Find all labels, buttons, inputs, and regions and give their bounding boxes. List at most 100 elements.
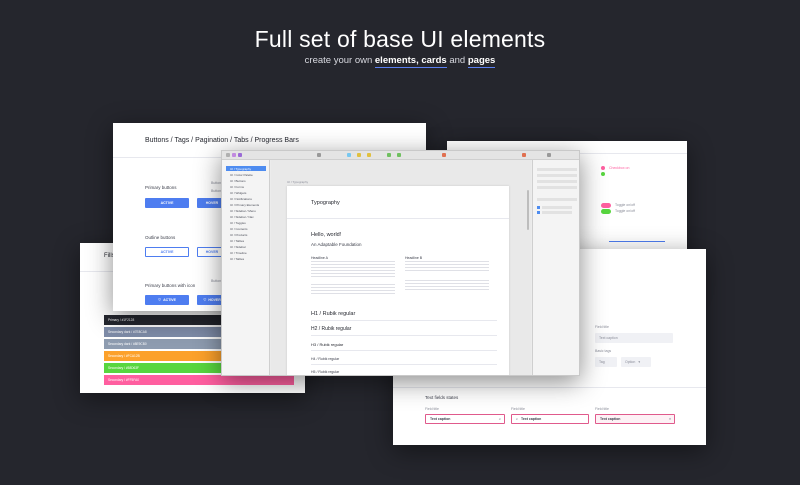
layer-item[interactable]: UI / Primary Elements: [230, 202, 260, 207]
hero-subtitle-mid: and: [446, 55, 468, 66]
layer-item[interactable]: UI / Sidebar: [230, 244, 246, 249]
typography-divider: [287, 218, 509, 219]
tool-icon[interactable]: [547, 153, 551, 157]
tool-icon[interactable]: [232, 153, 236, 157]
caption-normal: Button 40px: [211, 189, 230, 193]
layer-item[interactable]: UI / Sidebar / Menu: [230, 208, 256, 213]
layer-item[interactable]: UI / Typography: [226, 166, 266, 171]
layer-item[interactable]: UI / Contents: [230, 226, 248, 231]
hero-subtitle: create your own elements, cards and page…: [0, 55, 800, 68]
tool-icon[interactable]: [347, 153, 351, 157]
chevron-down-icon: ▾: [638, 360, 641, 364]
caption-small: Button 32px: [211, 181, 230, 185]
progress-track-1: [609, 241, 665, 242]
layer-item[interactable]: UI / Buttons: [230, 178, 246, 183]
inspector-row[interactable]: [537, 180, 577, 183]
grey-text-field[interactable]: Text caption: [595, 333, 673, 343]
primary-section-label: Primary buttons: [145, 185, 177, 190]
hero-subtitle-elements: elements, cards: [374, 55, 447, 68]
body-text-block: [311, 284, 395, 296]
layer-item[interactable]: UI / Products: [230, 232, 248, 237]
heart-icon: ♡: [158, 298, 162, 302]
h2-sample: H2 / Rubik regular: [311, 326, 352, 332]
primary-active-button[interactable]: ACTIVE: [145, 198, 189, 208]
editor-canvas: UI / Typography Typography Hello, world!…: [271, 160, 531, 375]
tool-icon[interactable]: [367, 153, 371, 157]
type-row-divider: [311, 335, 497, 336]
layer-item[interactable]: UI / Color Palette: [230, 172, 253, 177]
swatch-green: Secondary / #58D63F: [104, 363, 294, 373]
tool-icon[interactable]: [317, 153, 321, 157]
h3-sample: H3 / Rubik regular: [311, 342, 344, 347]
field-label-1: Field title: [425, 407, 440, 411]
toggle-pink[interactable]: [601, 203, 611, 208]
headline-a: Headline A: [311, 256, 328, 260]
icon-active-label: ACTIVE: [163, 298, 176, 302]
inspector-row[interactable]: [537, 198, 577, 201]
inspector-row[interactable]: [542, 206, 572, 209]
type-row-divider: [311, 320, 497, 321]
field-label-3: Field title: [595, 407, 610, 411]
tool-icon[interactable]: [226, 153, 230, 157]
layer-item[interactable]: UI / Tables: [230, 238, 245, 243]
canvas-scrollbar[interactable]: [527, 190, 529, 230]
swatch-label: Secondary / #FCA12B: [108, 354, 140, 358]
layer-item[interactable]: UI / Widgets: [230, 190, 247, 195]
body-text-block: [311, 261, 395, 277]
search-icon: ⌕: [499, 417, 501, 421]
swatch-orange: Secondary / #FCA12B: [104, 351, 294, 361]
h5-sample: H5 / Rubik regular: [311, 370, 340, 374]
checkbox-green-dot[interactable]: [601, 172, 605, 176]
tool-icon[interactable]: [397, 153, 401, 157]
hero-subtitle-pre: create your own: [304, 55, 375, 66]
swatch-label: Secondary / #58D63F: [108, 366, 140, 370]
toggle-green[interactable]: [601, 209, 611, 214]
layer-item[interactable]: UI / Tables: [230, 256, 245, 261]
layer-item[interactable]: UI / Sidebar / Nav: [230, 214, 254, 219]
inspector-row[interactable]: [537, 186, 577, 189]
tool-icon[interactable]: [387, 153, 391, 157]
hero-subtitle-pages: pages: [467, 55, 496, 68]
text-field-1[interactable]: Text caption⌕: [425, 414, 505, 424]
text-field-3[interactable]: Text caption×: [595, 414, 675, 424]
inspector-row[interactable]: [542, 211, 572, 214]
body-text-block: [405, 261, 489, 271]
swatch-secondary-dark-2: Secondary dark / #8E9CB0: [104, 339, 294, 349]
tag-chip[interactable]: Tag: [595, 357, 617, 367]
type-row-divider: [311, 364, 497, 365]
tool-icon[interactable]: [442, 153, 446, 157]
editor-window: UI / Typography UI / Color Palette UI / …: [221, 150, 580, 376]
outline-active-button[interactable]: ACTIVE: [145, 247, 189, 257]
tool-icon[interactable]: [522, 153, 526, 157]
fields-divider: [393, 387, 706, 388]
icon-section-label: Primary buttons with icon: [145, 283, 196, 288]
foundation-heading: An Adaptable Foundation: [311, 242, 362, 247]
toggle-label-2: Toggle on/off: [615, 209, 635, 213]
text-field-2[interactable]: ⌕Text caption: [511, 414, 589, 424]
tool-icon[interactable]: [357, 153, 361, 157]
layer-item[interactable]: UI / Timeline: [230, 250, 247, 255]
outline-section-label: Outline buttons: [145, 235, 176, 240]
artboard-label: UI / Typography: [287, 180, 309, 184]
heart-icon: ♡: [203, 298, 207, 302]
primary-hover-button[interactable]: HOVER: [197, 198, 227, 208]
checkbox-on-dot[interactable]: [601, 166, 605, 170]
icon-hover-button[interactable]: ♡HOVER: [197, 295, 227, 305]
layer-item[interactable]: UI / Forms: [230, 184, 244, 189]
inspector-row[interactable]: [537, 174, 577, 177]
checkbox[interactable]: [537, 211, 540, 214]
h1-sample: H1 / Rubik regular: [311, 311, 356, 317]
inspector-row[interactable]: [537, 168, 577, 171]
typography-title: Typography: [311, 200, 340, 206]
field-label-2: Field title: [511, 407, 526, 411]
tag-option[interactable]: Option▾: [621, 357, 651, 367]
swatch-label: Primary / #1F2128: [108, 318, 135, 322]
layer-item[interactable]: UI / Toggles: [230, 220, 246, 225]
checkbox[interactable]: [537, 206, 540, 209]
icon-active-button[interactable]: ♡ACTIVE: [145, 295, 189, 305]
layer-item[interactable]: UI / Notifications: [230, 196, 252, 201]
search-icon: ⌕: [516, 417, 518, 421]
typography-artboard[interactable]: Typography Hello, world! An Adaptable Fo…: [287, 186, 509, 375]
tool-icon[interactable]: [238, 153, 242, 157]
headline-b: Headline B: [405, 256, 423, 260]
